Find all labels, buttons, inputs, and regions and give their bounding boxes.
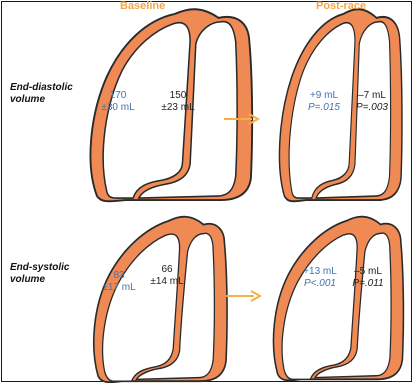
esv-post-race-left-value: +13 mL P<.001 [298, 266, 342, 290]
row-label-end-diastolic: End-diastolic volume [10, 82, 73, 106]
column-header-post-race: Post-race [316, 0, 366, 12]
esv-baseline-left-sd: ±17 mL [98, 282, 140, 294]
esv-baseline-right-value: 66 ±14 mL [146, 264, 188, 288]
edv-post-race-left-value: +9 mL P=.015 [302, 90, 346, 114]
esv-baseline-left-mean: 83 [98, 270, 140, 282]
esv-post-race-right-value: –5 mL P=.011 [348, 266, 388, 290]
edv-baseline-right-sd: ±23 mL [152, 102, 204, 114]
column-header-baseline: Baseline [120, 0, 165, 12]
edv-post-race-left-p: P=.015 [302, 102, 346, 114]
esv-baseline-right-mean: 66 [146, 264, 188, 276]
esv-post-race-left-change: +13 mL [298, 266, 342, 278]
esv-post-race-right-change: –5 mL [348, 266, 388, 278]
edv-post-race-right-value: –7 mL P=.003 [350, 90, 394, 114]
edv-post-race-right-p: P=.003 [350, 102, 394, 114]
arrow-systolic [226, 291, 260, 301]
esv-post-race-left-p: P<.001 [298, 278, 342, 290]
esv-baseline-left-value: 83 ±17 mL [98, 270, 140, 294]
esv-baseline-right-sd: ±14 mL [146, 276, 188, 288]
row-label-end-systolic: End-systolic volume [10, 262, 69, 286]
heart-systolic-baseline [94, 217, 227, 382]
edv-post-race-left-change: +9 mL [302, 90, 346, 102]
esv-post-race-right-p: P=.011 [348, 278, 388, 290]
edv-post-race-right-change: –7 mL [350, 90, 394, 102]
edv-baseline-left-value: 170 ±30 mL [94, 90, 142, 114]
heart-systolic-post-race [273, 217, 403, 381]
edv-baseline-right-mean: 150 [152, 90, 204, 102]
edv-baseline-left-sd: ±30 mL [94, 102, 142, 114]
edv-baseline-right-value: 150 ±23 mL [152, 90, 204, 114]
edv-baseline-left-mean: 170 [94, 90, 142, 102]
